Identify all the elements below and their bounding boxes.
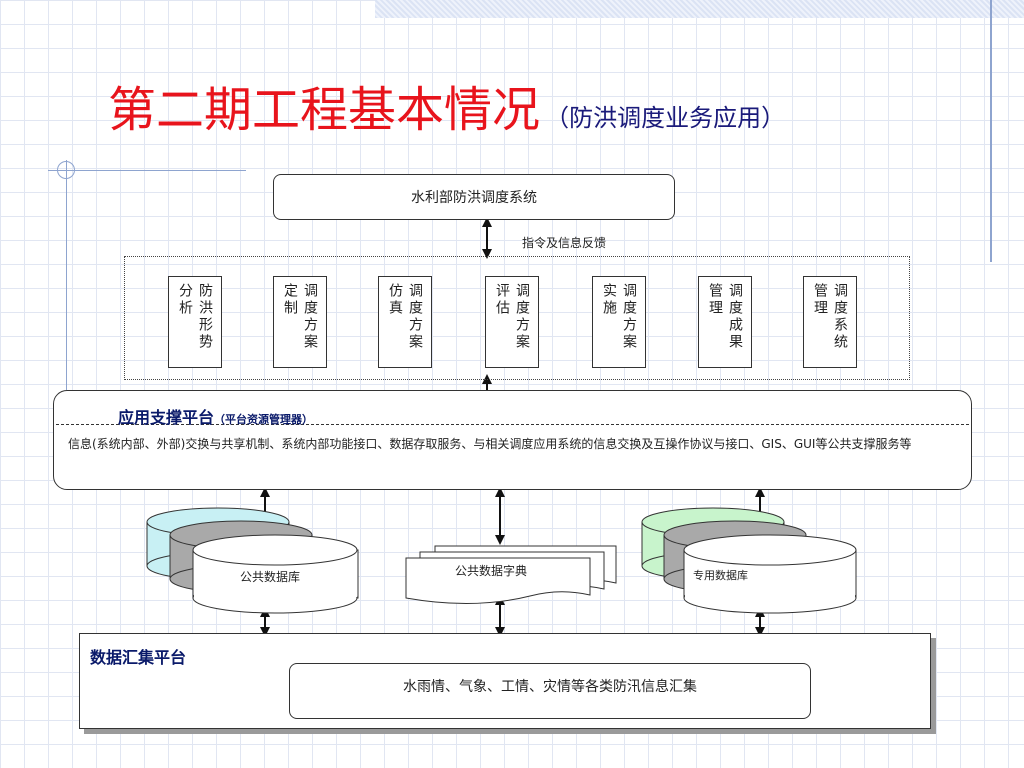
module-box: 调度方案评估 [485, 276, 539, 368]
decorative-vertical-line [990, 0, 992, 262]
support-platform-subtitle: （平台资源管理器） [214, 413, 314, 426]
module-box: 调度方案定制 [273, 276, 327, 368]
module-label: 防洪形势分析 [177, 283, 213, 351]
support-platform-box [53, 390, 972, 490]
title-main: 第二期工程基本情况 [108, 82, 541, 138]
top-system-box: 水利部防洪调度系统 [273, 174, 675, 220]
support-platform-divider [56, 424, 969, 425]
module-box: 调度方案仿真 [378, 276, 432, 368]
special-db-label: 专用数据库 [693, 569, 748, 582]
module-label: 调度方案评估 [494, 283, 530, 351]
support-platform-title-text: 应用支撑平台 [118, 408, 215, 427]
top-decorative-band [375, 0, 1024, 18]
decorative-horizontal-line [48, 170, 246, 171]
module-box: 调度系统管理 [803, 276, 857, 368]
module-label: 调度方案实施 [601, 283, 637, 351]
dictionary-label: 公共数据字典 [455, 564, 528, 578]
dictionary-documents [405, 545, 617, 604]
decorative-circle [57, 161, 75, 179]
module-label: 调度方案定制 [282, 283, 318, 351]
feedback-label: 指令及信息反馈 [522, 236, 607, 250]
public-db-label: 公共数据库 [240, 570, 301, 584]
module-label: 调度方案仿真 [387, 283, 423, 351]
module-label: 调度系统管理 [812, 283, 848, 351]
title-subtitle: （防洪调度业务应用） [545, 104, 786, 132]
top-system-label: 水利部防洪调度系统 [411, 190, 537, 206]
module-label: 调度成果管理 [707, 283, 743, 351]
decorative-left-line [66, 160, 67, 390]
public-db-cylinders [146, 507, 359, 614]
module-box: 调度方案实施 [592, 276, 646, 368]
support-platform-description: 信息(系统内部、外部)交换与共享机制、系统内部功能接口、数据存取服务、与相关调度… [68, 437, 912, 451]
module-box: 调度成果管理 [698, 276, 752, 368]
special-db-cylinders [641, 507, 857, 614]
modules-group [124, 256, 910, 380]
collection-content-box: 水雨情、气象、工情、灾情等各类防汛信息汇集 [289, 663, 811, 719]
collection-platform-title: 数据汇集平台 [90, 648, 187, 667]
collection-content-label: 水雨情、气象、工情、灾情等各类防汛信息汇集 [403, 679, 697, 695]
support-platform-title: 应用支撑平台（平台资源管理器） [118, 404, 313, 428]
page-title: 第二期工程基本情况 （防洪调度业务应用） [108, 70, 785, 140]
module-box: 防洪形势分析 [168, 276, 222, 368]
